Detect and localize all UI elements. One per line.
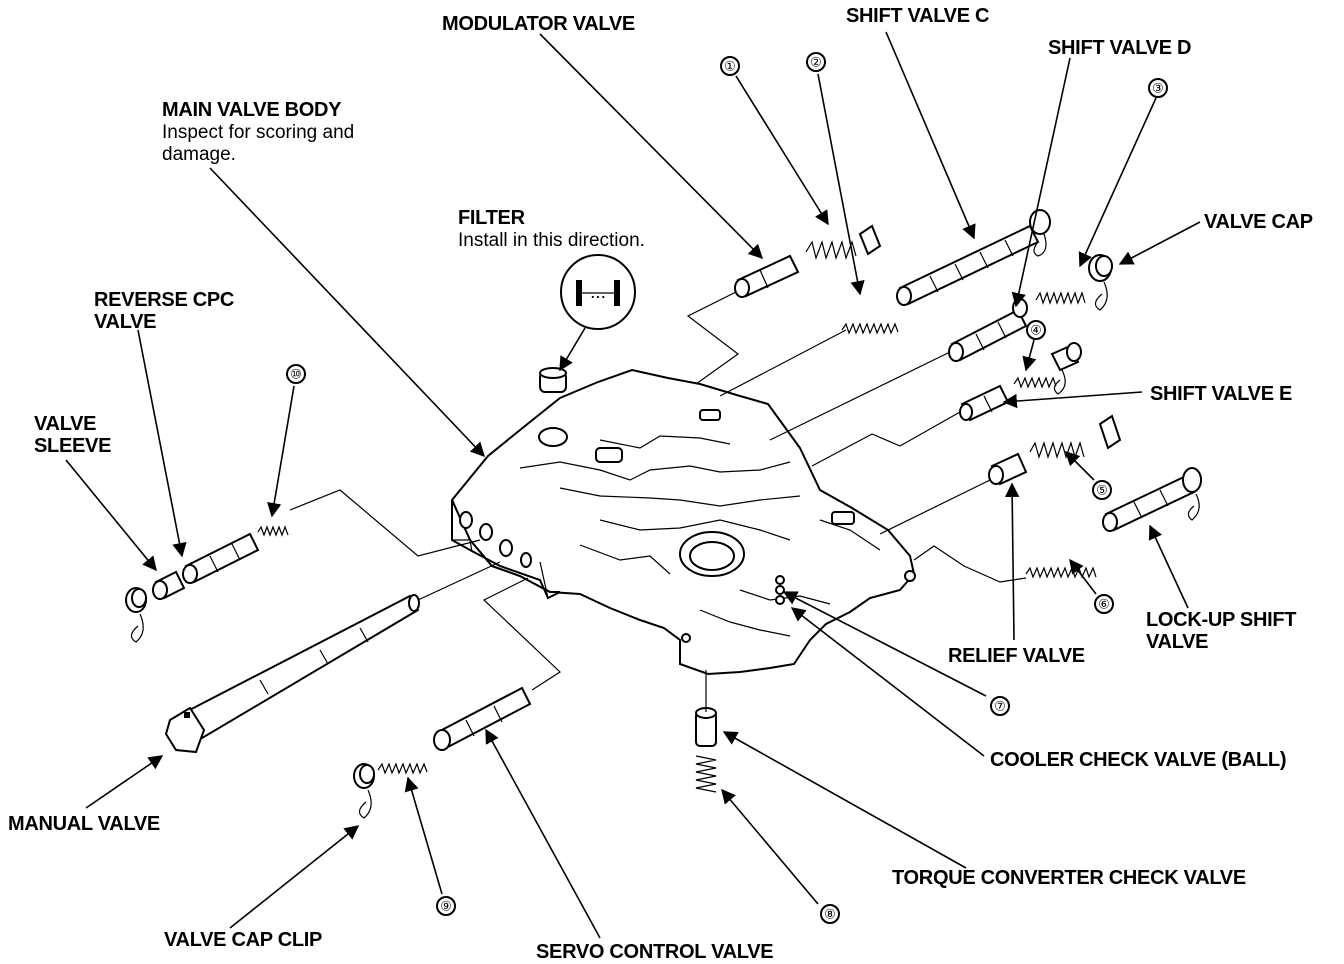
valve-cap-left-part bbox=[125, 587, 147, 643]
spring-seat-1 bbox=[858, 224, 882, 256]
svg-text:⑦: ⑦ bbox=[994, 699, 1006, 714]
shift-valve-c-part bbox=[896, 209, 1051, 306]
spring-9-part bbox=[377, 762, 428, 775]
callout-2: ② bbox=[806, 52, 826, 72]
valve-cap-part bbox=[1088, 254, 1113, 311]
label-shift-valve-e: SHIFT VALVE E bbox=[1150, 383, 1292, 405]
spring-seat-5 bbox=[1098, 414, 1122, 450]
spring-4-part bbox=[1013, 376, 1057, 389]
spring-10-part bbox=[257, 525, 289, 537]
label-reverse-cpc-valve-line-2: VALVE bbox=[94, 311, 156, 333]
spring-2-part bbox=[841, 322, 899, 335]
lock-up-shift-valve-part bbox=[1102, 467, 1202, 532]
label-shift-valve-c: SHIFT VALVE C bbox=[846, 5, 989, 27]
label-valve-sleeve-line-1: VALVE bbox=[34, 413, 96, 435]
callout-1: ① bbox=[720, 56, 740, 76]
shift-valve-e-part bbox=[959, 384, 1010, 422]
leader-lines bbox=[65, 31, 1201, 939]
svg-text:⑧: ⑧ bbox=[824, 907, 836, 922]
label-modulator-valve: MODULATOR VALVE bbox=[442, 13, 635, 35]
callout-10: ⑩ bbox=[286, 364, 306, 384]
svg-text:②: ② bbox=[810, 55, 822, 70]
callout-3: ③ bbox=[1148, 78, 1168, 98]
label-main-valve-body-note-2: damage. bbox=[162, 144, 236, 165]
svg-text:④: ④ bbox=[1030, 323, 1042, 338]
assembly-guide-lines bbox=[289, 291, 1027, 712]
svg-text:⑩: ⑩ bbox=[290, 367, 302, 382]
label-torque-converter-check-valve: TORQUE CONVERTER CHECK VALVE bbox=[892, 867, 1246, 889]
valve-cap-bottom-part bbox=[353, 763, 375, 819]
label-main-valve-body-note-1: Inspect for scoring and bbox=[162, 122, 354, 143]
modulator-valve-part bbox=[734, 254, 800, 298]
reverse-cpc-valve-part bbox=[182, 532, 260, 584]
svg-text:⑥: ⑥ bbox=[1098, 597, 1110, 612]
svg-text:③: ③ bbox=[1152, 81, 1164, 96]
label-valve-sleeve-line-2: SLEEVE bbox=[34, 435, 111, 457]
svg-text:⑨: ⑨ bbox=[440, 899, 452, 914]
callout-7: ⑦ bbox=[990, 696, 1010, 716]
label-servo-control-valve: SERVO CONTROL VALVE bbox=[536, 941, 773, 963]
label-cooler-check-valve: COOLER CHECK VALVE (BALL) bbox=[990, 749, 1286, 771]
callout-4: ④ bbox=[1026, 320, 1046, 340]
callout-5: ⑤ bbox=[1092, 480, 1112, 500]
spring-3-part bbox=[1035, 291, 1086, 305]
svg-text:⑤: ⑤ bbox=[1096, 483, 1108, 498]
torque-converter-check-valve-part bbox=[695, 707, 717, 747]
callout-8: ⑧ bbox=[820, 904, 840, 924]
spring-5-part bbox=[1029, 441, 1085, 459]
callout-6: ⑥ bbox=[1094, 594, 1114, 614]
label-main-valve-body: MAIN VALVE BODY bbox=[162, 99, 342, 121]
label-manual-valve: MANUAL VALVE bbox=[8, 813, 160, 835]
svg-text:①: ① bbox=[724, 59, 736, 74]
label-filter-note: Install in this direction. bbox=[458, 230, 645, 251]
spring-8-part bbox=[695, 755, 717, 793]
label-lock-up-shift-valve-line-1: LOCK-UP SHIFT bbox=[1146, 609, 1296, 631]
shift-valve-d-part bbox=[948, 298, 1028, 362]
servo-control-valve-part bbox=[433, 686, 532, 751]
spring-6-part bbox=[1025, 566, 1097, 579]
callout-9: ⑨ bbox=[436, 896, 456, 916]
filter-part bbox=[539, 367, 567, 393]
spring-1-part bbox=[805, 239, 857, 261]
manual-valve-part bbox=[164, 594, 420, 754]
relief-valve-part bbox=[988, 452, 1028, 486]
valve-sleeve-part bbox=[152, 570, 186, 600]
label-reverse-cpc-valve-line-1: REVERSE CPC bbox=[94, 289, 234, 311]
label-filter: FILTER bbox=[458, 207, 526, 229]
label-relief-valve: RELIEF VALVE bbox=[948, 645, 1085, 667]
label-valve-cap: VALVE CAP bbox=[1204, 211, 1313, 233]
label-valve-cap-clip: VALVE CAP CLIP bbox=[164, 929, 322, 951]
valve-cap-e bbox=[1050, 342, 1082, 395]
label-lock-up-shift-valve-line-2: VALVE bbox=[1146, 631, 1208, 653]
main-valve-body-drawing bbox=[450, 368, 916, 676]
filter-detail-circle: ... bbox=[560, 254, 636, 330]
label-shift-valve-d: SHIFT VALVE D bbox=[1048, 37, 1191, 59]
